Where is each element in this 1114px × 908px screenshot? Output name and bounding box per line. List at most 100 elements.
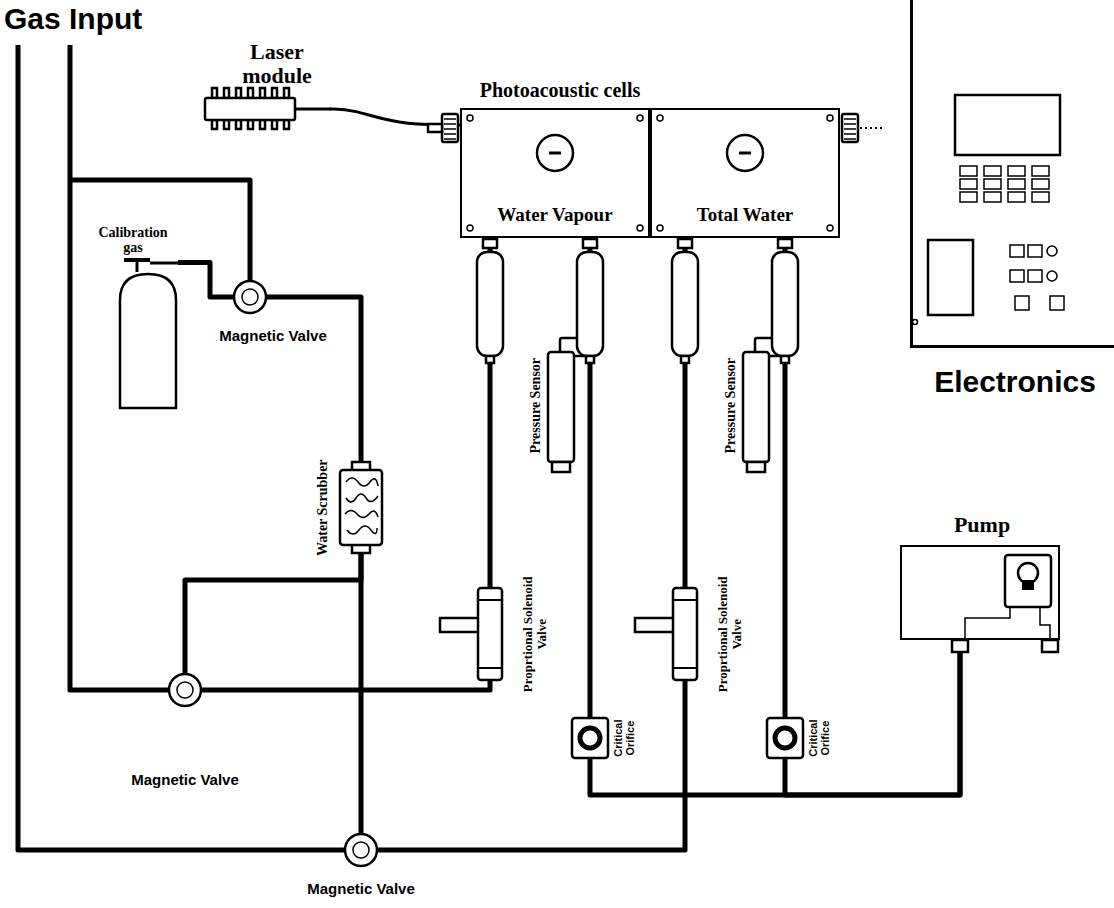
component-label: Critical Orifice	[612, 710, 636, 766]
cell-knobs	[428, 114, 884, 142]
calibration-cylinder	[120, 274, 176, 408]
solenoid-valve: Proprtional Solenoid Valve	[635, 588, 699, 680]
cell-details	[549, 152, 561, 155]
gas-pipe	[378, 680, 685, 850]
component-label: Calibration gas	[88, 225, 178, 256]
laser-module: Laser module	[200, 40, 330, 135]
cell-knobs	[442, 114, 458, 142]
cell-details	[537, 135, 573, 171]
gas-pipe	[185, 553, 361, 673]
cell-details	[467, 115, 473, 121]
critical-orifice-symbols	[767, 718, 803, 758]
water-scrubber-symbol	[340, 470, 382, 545]
electronics-panel	[1008, 179, 1025, 189]
laser-module-symbol	[248, 88, 253, 98]
filter-cylinders	[586, 356, 594, 363]
electronics-panel	[960, 179, 977, 189]
electronics-panel	[1032, 166, 1049, 176]
gas-pipe	[202, 680, 490, 690]
filter-cylinders	[781, 356, 789, 363]
solenoid-valve-symbols	[478, 667, 502, 669]
laser-module-symbol	[295, 108, 331, 111]
component-label: Critical Orifice	[807, 710, 831, 766]
electronics-panel	[1047, 246, 1057, 256]
laser-module-symbol	[272, 120, 277, 129]
pressure-sensor-symbols	[548, 352, 574, 462]
solenoid-valve: Proprtional Solenoid Valve	[440, 588, 504, 680]
electronics-panel	[1050, 296, 1064, 310]
laser-module-symbol	[212, 88, 217, 98]
electronics-panel	[1028, 245, 1042, 257]
component-label: Proprtional Solenoid Valve	[521, 574, 550, 694]
electronics-panel	[913, 95, 1065, 325]
electronics-panel	[960, 192, 977, 202]
magnetic-valve-symbols	[345, 834, 377, 866]
pump-fittings	[1042, 640, 1058, 652]
pump-symbol	[965, 607, 1050, 640]
laser-module-symbol	[272, 88, 277, 98]
electronics-box: Electronics	[910, 0, 1114, 348]
component-label: Total Water	[660, 205, 830, 226]
laser-module-symbol	[236, 120, 241, 129]
solenoid-valve-symbols	[478, 588, 502, 680]
pressure-sensor: Pressure Sensor	[743, 338, 783, 472]
cell-details	[727, 135, 763, 171]
magnetic-valve-symbols	[177, 682, 193, 698]
laser-module-symbol	[248, 120, 253, 129]
magnetic-valve-symbols	[242, 289, 258, 305]
component-label: Laser module	[222, 40, 332, 88]
pressure-sensor-symbols	[548, 338, 784, 472]
filter-cylinders	[577, 252, 603, 356]
pump-fittings	[952, 640, 968, 652]
electronics-panel	[1008, 166, 1025, 176]
cell-details	[827, 115, 833, 121]
filter-cylinders	[678, 239, 692, 248]
cell-details	[637, 225, 643, 231]
electronics-panel	[984, 166, 1001, 176]
optical-fiber	[330, 109, 460, 125]
cell-knobs	[428, 124, 442, 132]
component-label: Water Vapour	[470, 205, 640, 226]
electronics-panel	[1010, 270, 1024, 282]
solenoid-valve-symbols	[440, 618, 480, 632]
laser-module-symbol	[224, 120, 229, 129]
photoacoustic-cell: Total Water	[650, 108, 840, 238]
solenoid-valve-symbols	[635, 618, 675, 632]
electronics-panel	[1032, 179, 1049, 189]
electronics-panel	[960, 166, 977, 176]
gas-pipe	[785, 640, 960, 795]
laser-module-symbol	[284, 120, 289, 129]
cell-knobs	[844, 119, 856, 139]
cell-details	[467, 225, 473, 231]
electronics-panel	[960, 166, 1049, 202]
laser-module-symbol	[212, 120, 217, 129]
laser-module-symbol	[260, 120, 265, 129]
photoacoustic-cell: Water Vapour	[460, 108, 650, 238]
component-label: Pressure Sensor	[528, 335, 543, 475]
laser-module-symbol	[224, 88, 229, 98]
water-scrubber: Water Scrubber	[340, 462, 382, 553]
component-label: Proprtional Solenoid Valve	[716, 574, 745, 694]
gas-pipe	[178, 263, 233, 297]
gas-pipe	[590, 640, 960, 795]
electronics-panel	[1028, 270, 1042, 282]
laser-module-symbol	[205, 98, 295, 120]
filter-cylinders	[772, 252, 798, 356]
magnetic-valve: Magnetic Valve	[233, 280, 267, 314]
electronics-panel	[984, 179, 1001, 189]
electronics-panel	[913, 320, 918, 325]
component-label: Magnetic Valve	[198, 328, 348, 345]
component-label: Water Scrubber	[315, 437, 330, 577]
solenoid-valve-symbols	[478, 599, 502, 601]
cell-details	[739, 152, 751, 155]
filter-cylinders	[778, 239, 792, 248]
water-scrubber-symbol	[340, 462, 382, 553]
filter-cylinders	[477, 239, 798, 363]
pump-symbol	[1005, 555, 1051, 607]
laser-module-symbol	[236, 88, 241, 98]
magnetic-valve-symbols	[234, 281, 266, 313]
filter-cylinders	[672, 252, 698, 356]
solenoid-valve-symbols	[673, 588, 697, 680]
component-label: Magnetic Valve	[286, 881, 436, 898]
critical-orifice-symbols	[572, 718, 608, 758]
